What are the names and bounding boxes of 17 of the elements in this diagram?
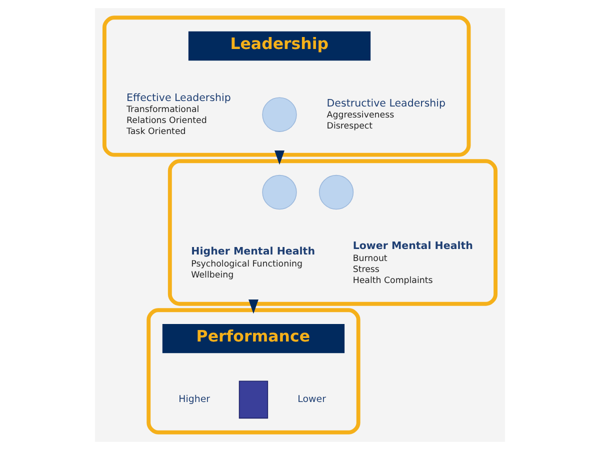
label: Lower (298, 394, 326, 406)
label: Higher (178, 394, 210, 406)
cluster (168, 159, 498, 306)
node-circle (318, 174, 354, 210)
node-text: Higher Mental Health Psychological Functioning Wellbeing (191, 245, 316, 281)
cluster (146, 308, 360, 434)
node-circle (262, 97, 297, 132)
node-text: Lower Mental Health Burnout Stress Health Complaints (352, 240, 473, 286)
node-box: Performance (162, 324, 345, 354)
node-box (238, 380, 268, 419)
cluster (102, 16, 471, 157)
node-text: Destructive Leadership Aggressiveness Disrespect (326, 97, 446, 132)
node-text: Effective Leadership Transformational Relations Oriented Task Oriented (126, 92, 231, 138)
node-box: Leadership (188, 31, 371, 61)
arrow (274, 150, 284, 165)
arrow (248, 300, 258, 314)
node-circle (262, 174, 297, 210)
